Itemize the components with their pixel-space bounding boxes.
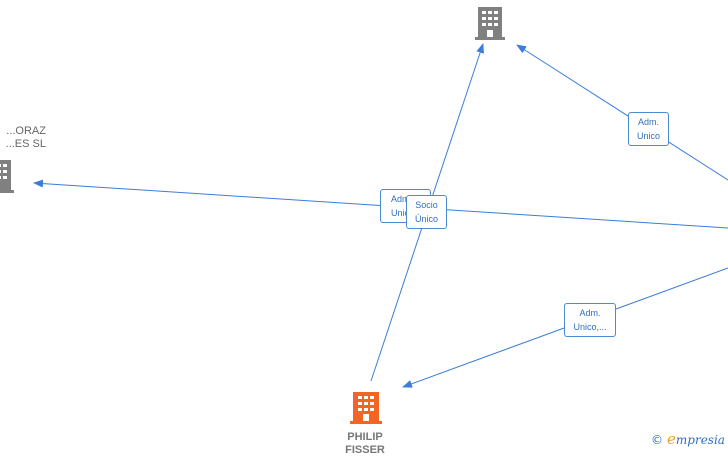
building-icon[interactable]: [0, 160, 14, 193]
edge-label-adm-unico-person: Adm. Unico,...: [564, 303, 616, 337]
empresia-watermark: © empresia: [651, 430, 725, 448]
brand-initial: e: [667, 430, 676, 448]
edge-right-to-top-company: [516, 44, 728, 181]
edge-label-socio-unico: Socio Único: [406, 195, 447, 229]
edge-label-adm-unico-top: Adm. Unico: [628, 112, 669, 146]
building-icon[interactable]: [475, 7, 505, 40]
copyright-symbol: ©: [651, 433, 663, 447]
brand-name: mpresia: [675, 433, 725, 447]
person-building-icon[interactable]: [350, 392, 382, 424]
left-company-label[interactable]: ...ORAZ ...ES SL: [5, 125, 46, 150]
person-name-label[interactable]: PHILIP FISSER: [345, 431, 385, 456]
